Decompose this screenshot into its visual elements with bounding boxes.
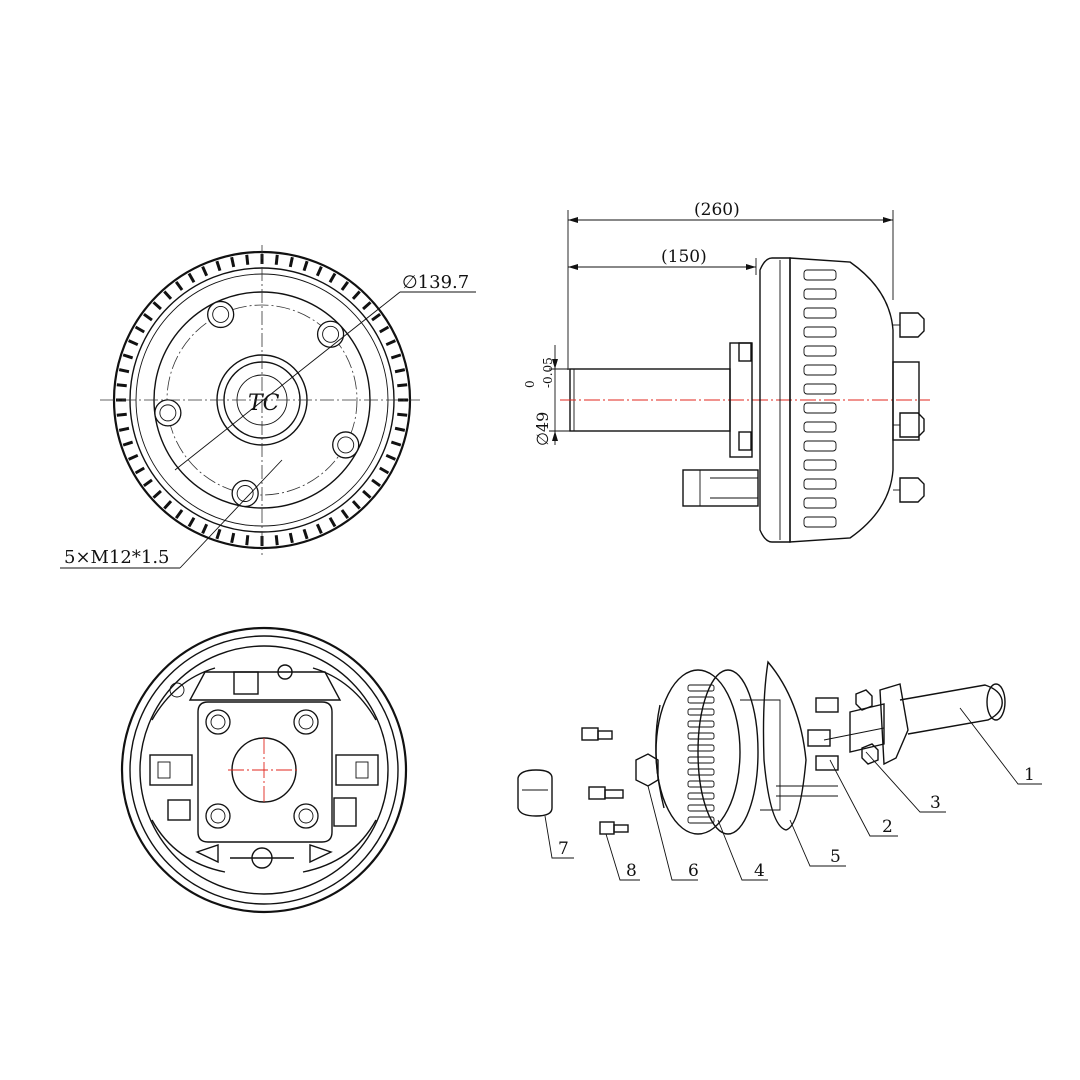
- side-view-axle: (260) (150) ∅49 0 -0.05: [523, 200, 930, 543]
- tolerance-upper: 0: [523, 380, 537, 388]
- tolerance-lower: -0.05: [541, 357, 555, 388]
- exploded-drum-fins: [687, 684, 715, 824]
- callout-5: 5: [830, 847, 841, 867]
- shaft-diameter: ∅49: [533, 412, 552, 446]
- back-view-brake: [120, 626, 408, 914]
- callout-6: 6: [688, 861, 699, 881]
- hub-logo: TC: [248, 391, 280, 416]
- callout-4: 4: [754, 861, 765, 881]
- wheel-bolts: [154, 300, 360, 508]
- callout-2: 2: [882, 817, 893, 837]
- shaft-length-dimension: (150): [661, 247, 707, 267]
- pcd-dimension: ∅139.7: [402, 272, 469, 293]
- outer-teeth-ring: [116, 254, 408, 546]
- drum-cooling-fins: [803, 269, 837, 528]
- callout-8: 8: [626, 861, 637, 881]
- callout-7: 7: [558, 839, 569, 859]
- exploded-view: 1 2 3 4 5 6 7 8: [517, 660, 1042, 881]
- overall-length-dimension: (260): [694, 200, 740, 220]
- bolt-spec: 5×M12*1.5: [64, 547, 170, 568]
- callout-3: 3: [930, 793, 941, 813]
- front-view-hub: TC ∅139.7 5×M12*1.5: [60, 245, 476, 569]
- callout-1: 1: [1024, 765, 1035, 785]
- side-wheel-nuts: [893, 312, 925, 503]
